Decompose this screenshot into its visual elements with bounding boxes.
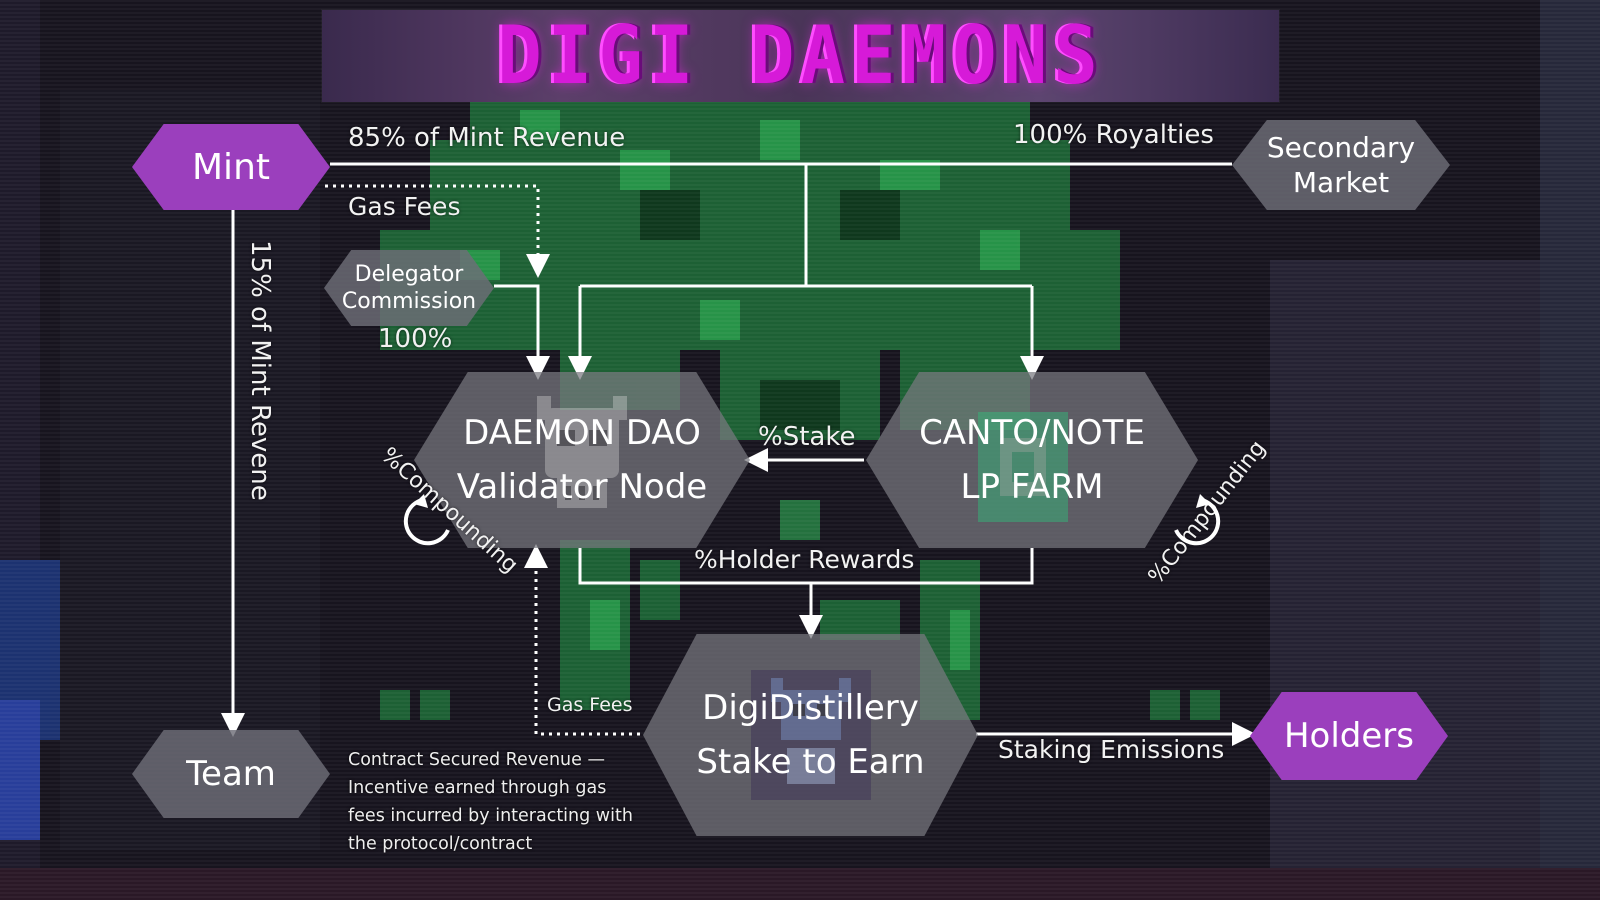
team-label: Team (186, 753, 276, 794)
daemon-dao-line-2: Validator Node (456, 467, 708, 507)
secondary-market-node: Secondary Market (1232, 120, 1450, 210)
digidistillery-node: DigiDistillery Stake to Earn (643, 634, 978, 836)
canto-lp-farm-node: CANTO/NOTE LP FARM (866, 372, 1198, 548)
gas-fees-bottom-label: Gas Fees (547, 694, 633, 716)
page-title: DIGI DAEMONS (497, 9, 1104, 103)
canto-lp-line-2: LP FARM (960, 467, 1104, 507)
gas-fees-top-dotted (325, 184, 550, 278)
team-node: Team (132, 730, 330, 818)
commission-arrow (494, 284, 550, 380)
mint-revenue-85-label: 85% of Mint Revenue (348, 123, 626, 153)
daemon-dao-node: DAEMON DAO Validator Node (414, 372, 750, 548)
skull-icon (537, 396, 627, 508)
holder-rewards-line (578, 548, 1034, 585)
secondary-market-line-1: Secondary (1266, 131, 1416, 164)
cycle-arrow-icon (403, 494, 450, 546)
mint-revenue-15-label: 15% of Mint Revene (245, 240, 275, 501)
contract-revenue-note: Contract Secured Revenue —Incentive earn… (348, 750, 633, 854)
canto-lp-line-1: CANTO/NOTE (919, 412, 1145, 453)
holders-node: Holders (1250, 692, 1448, 780)
distillery-line-2: Stake to Earn (696, 742, 925, 782)
holder-rewards-label: %Holder Rewards (694, 545, 915, 574)
mint-node: Mint (132, 124, 330, 210)
title-banner: DIGI DAEMONS (322, 10, 1279, 102)
delegator-commission-node: Delegator Commission (324, 250, 494, 326)
delegator-line-2: Commission (341, 289, 477, 314)
royalties-label: 100% Royalties (1013, 120, 1214, 150)
daemon-dao-line-1: DAEMON DAO (463, 412, 701, 453)
delegator-line-1: Delegator (354, 261, 464, 287)
gas-fees-top-label: Gas Fees (348, 192, 461, 221)
holders-label: Holders (1283, 715, 1414, 756)
commission-percent-label: 100% (378, 324, 453, 354)
coin-icon (978, 412, 1068, 522)
stake-label: %Stake (758, 422, 856, 452)
secondary-market-line-2: Market (1292, 166, 1390, 199)
mint-label: Mint (192, 146, 270, 188)
cycle-arrow-icon (1174, 494, 1221, 546)
distillery-line-1: DigiDistillery (702, 687, 919, 728)
robot-icon (751, 670, 871, 800)
gas-fees-bottom-dotted (524, 544, 640, 736)
staking-emissions-label: Staking Emissions (998, 735, 1225, 764)
